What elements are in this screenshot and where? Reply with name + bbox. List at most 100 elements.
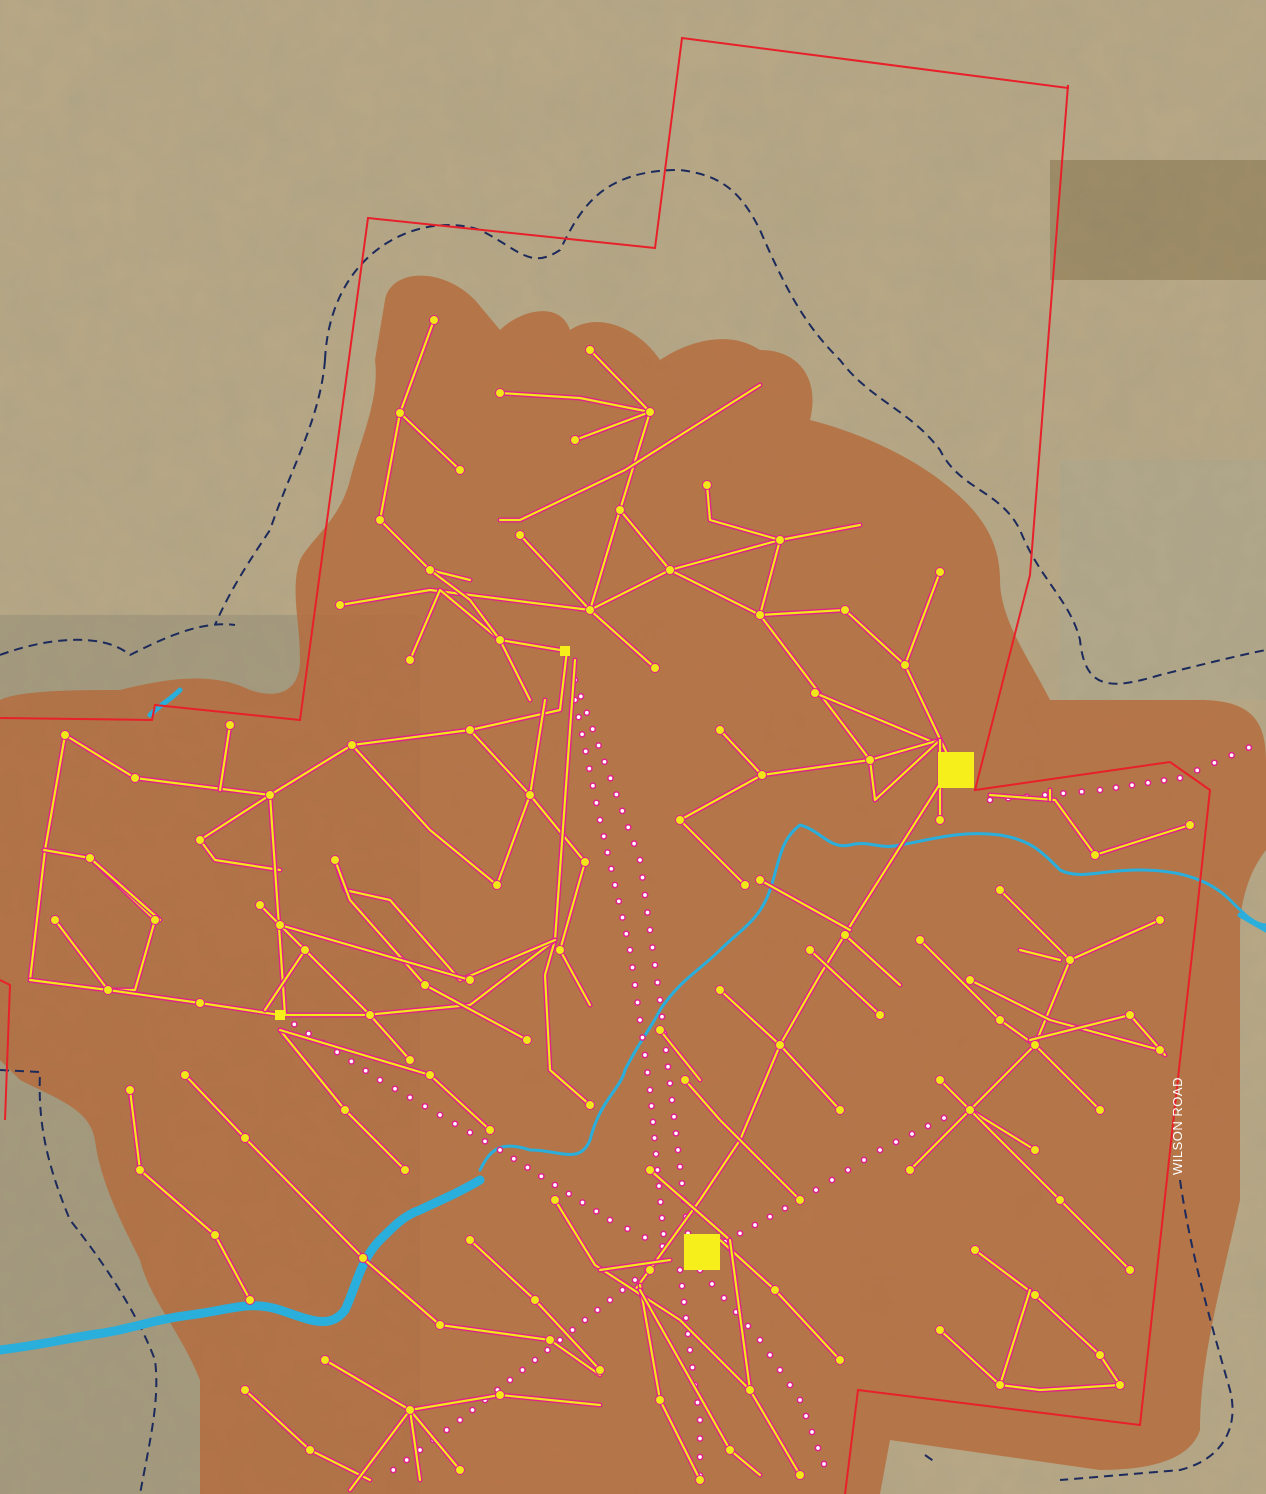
dashed-boundary: [0, 168, 1266, 1494]
buffer-zone: [0, 275, 1266, 1494]
infrastructure-node: [1090, 850, 1100, 860]
route-dot: [626, 946, 634, 954]
infrastructure-node: [495, 635, 505, 645]
infrastructure-node: [915, 935, 925, 945]
infrastructure-line: [553, 1198, 802, 1477]
route-dot: [639, 1034, 646, 1041]
route-dot: [662, 1046, 670, 1054]
infrastructure-node: [702, 480, 712, 490]
infrastructure-node: [395, 408, 405, 418]
route-dot: [820, 1460, 828, 1468]
substation-south: [684, 1234, 720, 1270]
route-dot: [744, 1322, 752, 1330]
route-dot: [606, 1216, 614, 1224]
route-dot: [376, 1076, 384, 1084]
route-dot: [664, 1063, 672, 1071]
infrastructure-node: [240, 1133, 250, 1143]
infrastructure-node: [347, 740, 357, 750]
infrastructure-line: [648, 1168, 732, 1242]
route-dot: [607, 774, 614, 782]
road-label-wilson: WILSON ROAD: [1170, 1077, 1185, 1175]
route-dot: [678, 1179, 686, 1187]
infrastructure-node: [835, 1355, 845, 1365]
route-dot: [634, 999, 641, 1006]
infrastructure-node: [425, 565, 435, 575]
switch-node: [560, 646, 570, 656]
route-dot: [496, 1146, 504, 1154]
route-dot: [624, 1225, 631, 1233]
route-dot: [657, 1198, 664, 1206]
route-dot: [585, 765, 593, 772]
infrastructure-node: [770, 1285, 780, 1295]
infrastructure-line: [988, 793, 1192, 857]
infrastructure-node: [755, 610, 765, 620]
infrastructure-node: [570, 435, 580, 445]
waterway: [0, 687, 1266, 1355]
route-dot: [908, 1130, 916, 1138]
infrastructure-node: [405, 1055, 415, 1065]
infrastructure-line: [378, 411, 402, 522]
route-dot: [696, 1435, 704, 1442]
route-dot: [656, 996, 664, 1004]
infrastructure-node: [405, 1405, 415, 1415]
route-dot: [524, 1164, 531, 1171]
infrastructure-line: [263, 948, 307, 1012]
infrastructure-node: [429, 315, 439, 325]
infrastructure-line: [678, 818, 747, 887]
route-dot: [766, 1213, 774, 1221]
infrastructure-node: [1125, 1010, 1135, 1020]
route-dot: [1059, 789, 1067, 797]
infrastructure-node: [1030, 1290, 1040, 1300]
infrastructure-node: [375, 515, 385, 525]
route-dot: [611, 881, 619, 889]
infrastructure-line: [498, 391, 652, 414]
route-dot: [583, 709, 591, 717]
route-dot: [654, 979, 661, 986]
infrastructure-line: [973, 1248, 1122, 1387]
route-dot: [436, 1111, 444, 1119]
route-dot: [618, 807, 626, 815]
infrastructure-line: [908, 958, 1072, 1172]
infrastructure-node: [1030, 1040, 1040, 1050]
infrastructure-node: [50, 915, 60, 925]
infrastructure-line: [218, 723, 232, 792]
infrastructure-line: [918, 938, 1102, 1112]
infrastructure-line: [53, 918, 282, 1017]
route-dot: [615, 897, 623, 905]
infrastructure-line: [350, 743, 499, 887]
route-dot: [1160, 777, 1168, 784]
route-dot: [658, 1013, 666, 1021]
infrastructure-node: [935, 815, 945, 825]
infrastructure-node: [995, 1015, 1005, 1025]
route-dot: [776, 1366, 784, 1374]
infrastructure-node: [300, 945, 310, 955]
route-dot: [651, 961, 659, 969]
route-dot: [986, 796, 994, 804]
infrastructure-node: [615, 505, 625, 515]
route-dot: [589, 782, 597, 790]
infrastructure-line: [128, 1088, 252, 1302]
infrastructure-node: [530, 1295, 540, 1305]
infrastructure-node: [485, 1125, 495, 1135]
infrastructure-line: [28, 978, 110, 992]
route-dot: [694, 1399, 701, 1406]
infrastructure-node: [740, 880, 750, 890]
infrastructure-line: [718, 728, 942, 777]
infrastructure-line: [868, 738, 942, 802]
infrastructure-node: [715, 725, 725, 735]
infrastructure-node: [1125, 1265, 1135, 1275]
route-dot: [658, 1214, 666, 1222]
infrastructure-node: [330, 855, 340, 865]
infrastructure-node: [195, 835, 205, 845]
route-dot: [686, 1346, 694, 1354]
route-dot: [1096, 786, 1104, 794]
route-dot: [652, 1150, 660, 1158]
route-dot: [636, 1016, 644, 1024]
route-dot: [604, 849, 611, 856]
route-dot: [1144, 779, 1152, 787]
route-dot: [619, 1286, 626, 1294]
route-dot: [680, 1298, 688, 1306]
infrastructure-node: [135, 1165, 145, 1175]
infrastructure-node: [995, 1380, 1005, 1390]
